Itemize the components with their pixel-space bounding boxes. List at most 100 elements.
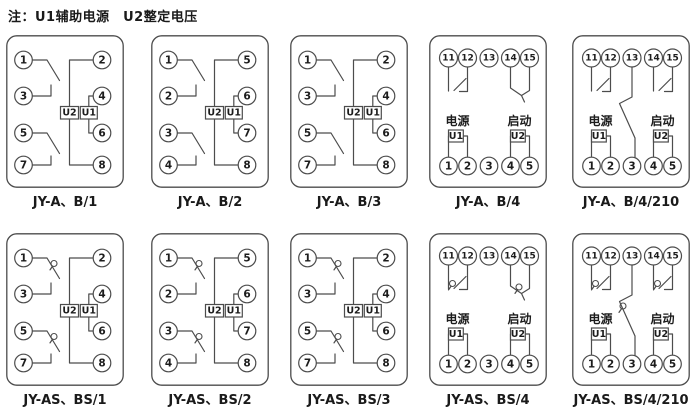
terminal: 15	[662, 246, 683, 266]
signal-flag-icon	[514, 283, 523, 294]
diagram-frame	[429, 35, 547, 188]
svg-text:6: 6	[382, 326, 389, 338]
terminal: 7	[14, 353, 33, 373]
u1-box: U1	[224, 105, 243, 120]
svg-text:15: 15	[666, 54, 679, 64]
terminal: 5	[237, 50, 257, 70]
contact-11-12	[590, 66, 612, 93]
svg-text:U2: U2	[207, 108, 221, 119]
terminal: 1	[159, 248, 178, 268]
contact-upper	[176, 59, 206, 97]
u2-box: U2	[59, 105, 80, 120]
terminal: 4	[376, 284, 396, 304]
start-label: 启动	[507, 311, 531, 326]
svg-text:5: 5	[304, 326, 311, 338]
svg-text:U2: U2	[654, 131, 668, 142]
svg-text:5: 5	[243, 55, 250, 67]
note-text: 注：U1辅助电源 U2整定电压	[8, 10, 198, 25]
terminal: 13	[622, 48, 642, 68]
signal-flag-icon	[333, 332, 342, 344]
power-label: 电源	[588, 113, 612, 128]
svg-text:6: 6	[243, 91, 250, 103]
svg-text:12: 12	[604, 252, 617, 262]
u2-box: U2	[59, 303, 80, 318]
terminal: 13	[479, 246, 499, 266]
svg-text:11: 11	[585, 252, 598, 262]
svg-text:3: 3	[165, 128, 172, 140]
terminal: 3	[622, 354, 642, 374]
terminal: 12	[457, 246, 478, 266]
diagram-frame	[151, 35, 269, 188]
terminal: 14	[643, 48, 664, 68]
contact-14-15	[652, 264, 674, 291]
terminal: 4	[501, 156, 520, 176]
diagram-caption: JY-AS、BS/4	[446, 393, 530, 408]
svg-text:4: 4	[382, 289, 389, 301]
terminal: 3	[479, 156, 499, 176]
svg-text:3: 3	[304, 91, 311, 103]
svg-text:U1: U1	[82, 108, 96, 119]
svg-text:14: 14	[504, 54, 517, 64]
svg-text:14: 14	[504, 252, 517, 262]
svg-text:4: 4	[98, 91, 105, 103]
contact-upper	[176, 257, 206, 295]
svg-text:3: 3	[20, 289, 27, 301]
svg-text:1: 1	[20, 253, 27, 265]
svg-text:1: 1	[445, 359, 452, 371]
terminal: 1	[298, 50, 317, 70]
u2-box: U2	[652, 327, 669, 341]
svg-text:3: 3	[628, 359, 635, 371]
u2-box: U2	[509, 327, 526, 341]
terminal: 4	[644, 156, 663, 176]
terminal: 6	[376, 321, 396, 341]
terminal: 6	[237, 284, 257, 304]
terminal: 2	[92, 50, 112, 70]
terminal: 2	[159, 86, 178, 106]
svg-text:6: 6	[382, 128, 389, 140]
svg-text:2: 2	[165, 289, 172, 301]
terminal: 4	[159, 155, 178, 175]
terminal: 2	[601, 156, 620, 176]
svg-text:2: 2	[382, 253, 389, 265]
start-label: 启动	[507, 113, 531, 128]
terminal: 4	[92, 86, 112, 106]
svg-text:U1: U1	[449, 131, 463, 142]
terminal: 14	[500, 48, 521, 68]
contact-13-3	[618, 66, 636, 158]
diagram-caption: JY-AS、BS/3	[307, 393, 391, 408]
terminal: 15	[519, 246, 540, 266]
terminal: 5	[14, 321, 33, 341]
u1-box: U1	[447, 129, 464, 143]
svg-text:U2: U2	[511, 329, 525, 340]
svg-text:4: 4	[165, 358, 172, 370]
svg-text:4: 4	[98, 289, 105, 301]
terminal: 8	[376, 353, 396, 373]
svg-text:5: 5	[526, 161, 533, 173]
terminal: 5	[520, 156, 539, 176]
signal-flag-icon	[194, 332, 203, 344]
svg-text:U1: U1	[592, 131, 606, 142]
terminal: 14	[643, 246, 664, 266]
svg-text:14: 14	[647, 252, 660, 262]
terminal: 1	[439, 354, 458, 374]
terminal: 13	[622, 246, 642, 266]
diagram-frame	[151, 233, 269, 386]
svg-text:2: 2	[464, 359, 471, 371]
u1-box: U1	[79, 303, 98, 318]
svg-text:1: 1	[165, 253, 172, 265]
contact-lower	[315, 330, 345, 364]
diagram-frame	[572, 35, 690, 188]
u2-box: U2	[343, 303, 364, 318]
svg-text:3: 3	[628, 161, 635, 173]
diagram-caption: JY-A、B/2	[177, 195, 243, 210]
svg-text:4: 4	[507, 359, 514, 371]
